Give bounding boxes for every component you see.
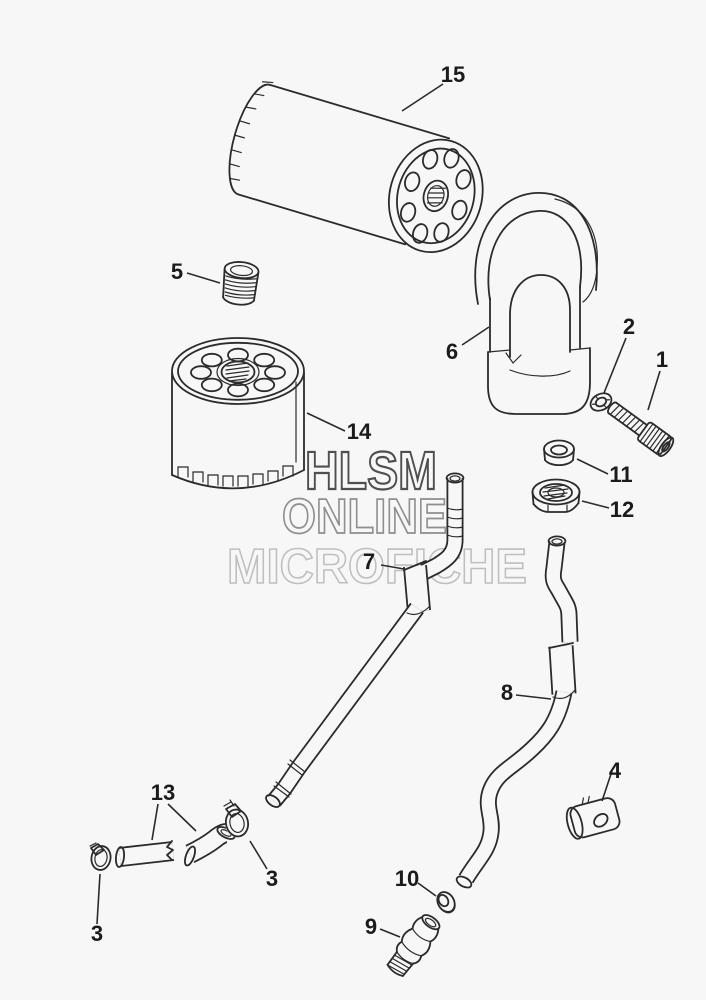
callout-5: 5 — [171, 259, 221, 284]
part-1-screw — [604, 396, 677, 460]
callout-11: 11 — [576, 458, 633, 487]
callout-8: 8 — [501, 680, 552, 705]
callout-label-7: 7 — [363, 549, 375, 574]
callout-label-3-right: 3 — [266, 866, 278, 891]
part-10-seal-ring — [436, 891, 456, 914]
callout-9: 9 — [365, 914, 401, 939]
callout-label-9: 9 — [365, 914, 377, 939]
callout-label-1: 1 — [656, 347, 668, 372]
callout-label-12: 12 — [610, 497, 634, 522]
callout-label-5: 5 — [171, 259, 183, 284]
callout-label-3-left: 3 — [91, 921, 103, 946]
part-7-oil-tube — [265, 472, 465, 808]
callout-label-8: 8 — [501, 680, 513, 705]
callout-15: 15 — [401, 62, 465, 112]
callout-13: 13 — [151, 780, 197, 841]
part-12-locknut — [531, 478, 581, 513]
callout-4: 4 — [601, 758, 622, 802]
callout-label-4: 4 — [609, 758, 622, 783]
callout-3-left: 3 — [91, 873, 103, 946]
part-13-hoses — [114, 823, 236, 868]
filter-crimp-notches — [177, 465, 294, 487]
part-4-clip — [565, 795, 621, 840]
callout-label-15: 15 — [441, 62, 465, 87]
part-3-hose-clamp-left — [89, 842, 112, 871]
callout-label-14: 14 — [347, 419, 372, 444]
callout-label-11: 11 — [609, 462, 632, 487]
part-3-hose-clamp-right — [223, 799, 250, 838]
part-6-adapter-elbow — [474, 192, 598, 415]
callout-10: 10 — [395, 866, 437, 897]
callout-label-6: 6 — [446, 339, 458, 364]
part-9-fitting-connector — [383, 911, 445, 980]
part-15-oil-filter-long — [228, 81, 484, 254]
callout-6: 6 — [446, 326, 490, 364]
part-8-oil-tube — [455, 535, 579, 889]
watermark-line-2: ONLINE — [282, 490, 447, 544]
watermark-line-1: HLSM — [305, 441, 437, 501]
part-5-fitting-nipple — [221, 261, 260, 306]
callout-label-10: 10 — [395, 866, 419, 891]
callout-1: 1 — [647, 347, 668, 411]
callout-3-right: 3 — [249, 840, 278, 891]
callout-14: 14 — [306, 412, 372, 444]
callout-12: 12 — [581, 497, 634, 522]
watermark: HLSM ONLINE MICROFICHE — [226, 440, 528, 595]
callout-7: 7 — [363, 549, 405, 574]
part-2-washer — [589, 392, 613, 412]
part-14-oil-filter-short — [171, 337, 305, 490]
part-11-bushing — [543, 439, 575, 467]
watermark-line-3: MICROFICHE — [227, 540, 527, 594]
callout-label-2: 2 — [623, 314, 635, 339]
filter-top-holes — [190, 347, 286, 398]
callout-label-13: 13 — [151, 780, 175, 805]
filter-face-holes — [399, 148, 472, 244]
callout-2: 2 — [603, 314, 635, 394]
